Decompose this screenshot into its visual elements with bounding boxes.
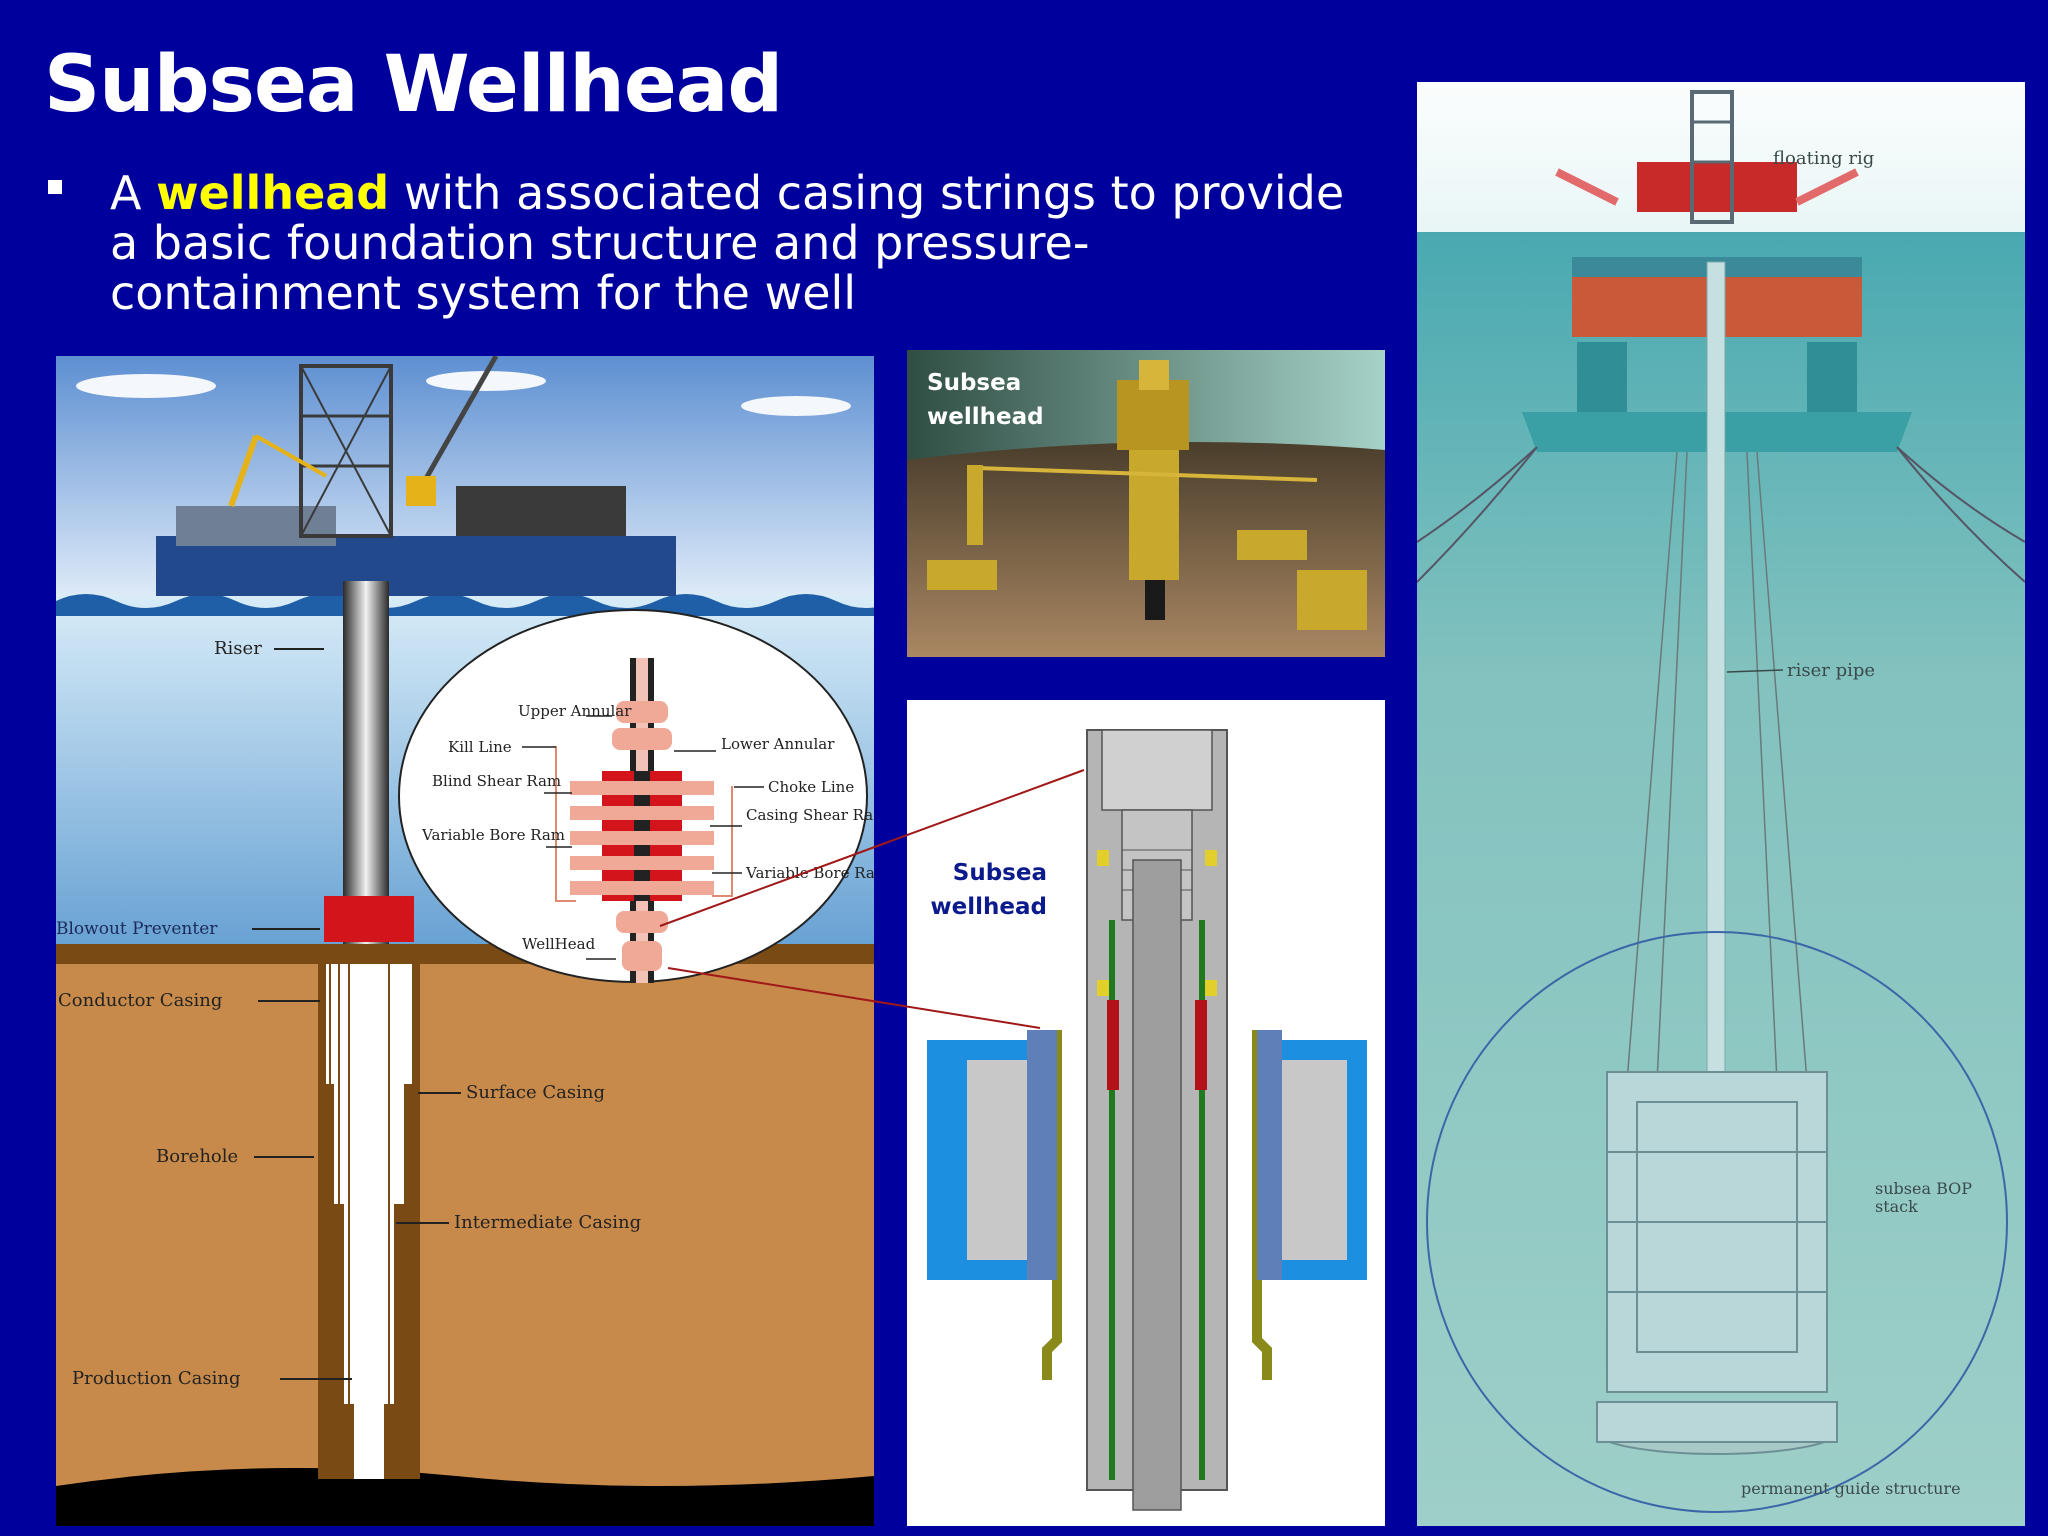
floating-rig-illustration: floating rig riser pipe subsea BOP stack… [1417,82,2025,1526]
bullet-highlight-wellhead: wellhead [156,166,390,220]
label-riser: Riser [214,638,262,659]
label-variable-bore-ram-right: Variable Bore Ram [745,864,874,882]
label-intermediate-casing: Intermediate Casing [454,1212,641,1233]
wellhead-cross-section: Subsea wellhead [907,700,1385,1526]
photo-label-line2: wellhead [927,404,1044,430]
bullet-post: with associated casing strings to provid… [110,166,1345,320]
wellhead-cross-section-svg: Subsea wellhead [927,729,1367,1511]
label-blind-shear-ram: Blind Shear Ram [432,772,561,790]
floating-rig-illustration-svg: floating rig riser pipe subsea BOP stack… [1417,82,2025,1526]
drilling-rig-diagram: Riser Blowout Preventer Conductor Casing… [56,356,874,1526]
subsea-wellhead-photo-svg: Subsea wellhead [907,350,1385,657]
label-production-casing: Production Casing [72,1368,241,1389]
cross-section-label-line2: wellhead [930,894,1047,920]
label-surface-casing: Surface Casing [466,1082,605,1103]
label-bop-stack-line1: subsea BOP [1875,1179,1972,1198]
bop-stack-circle [1426,931,2008,1513]
label-riser-pipe: riser pipe [1787,660,1875,681]
bullet-square-icon [48,180,62,194]
photo-label-line1: Subsea [927,370,1021,396]
label-blowout-preventer: Blowout Preventer [56,919,218,939]
slide-title: Subsea Wellhead [44,40,783,130]
label-lower-annular: Lower Annular [721,735,835,753]
subsea-wellhead-photo: Subsea wellhead [907,350,1385,657]
bullet-point: A wellhead with associated casing string… [48,168,1378,318]
cross-section-label-line1: Subsea [953,860,1047,886]
label-casing-shear-ram: Casing Shear Ram [746,806,874,824]
label-conductor-casing: Conductor Casing [58,990,222,1011]
label-variable-bore-ram-left: Variable Bore Ram [421,826,565,844]
label-choke-line: Choke Line [768,778,854,796]
label-kill-line: Kill Line [448,738,512,756]
label-borehole: Borehole [156,1146,238,1167]
label-floating-rig: floating rig [1773,148,1874,169]
bullet-pre: A [110,166,157,220]
drilling-rig-diagram-svg: Riser Blowout Preventer Conductor Casing… [56,356,874,1526]
label-wellhead: WellHead [522,935,596,953]
bullet-text: A wellhead with associated casing string… [110,168,1378,318]
label-bop-stack-line2: stack [1875,1197,1918,1216]
label-guide-structure: permanent guide structure [1741,1479,1961,1498]
